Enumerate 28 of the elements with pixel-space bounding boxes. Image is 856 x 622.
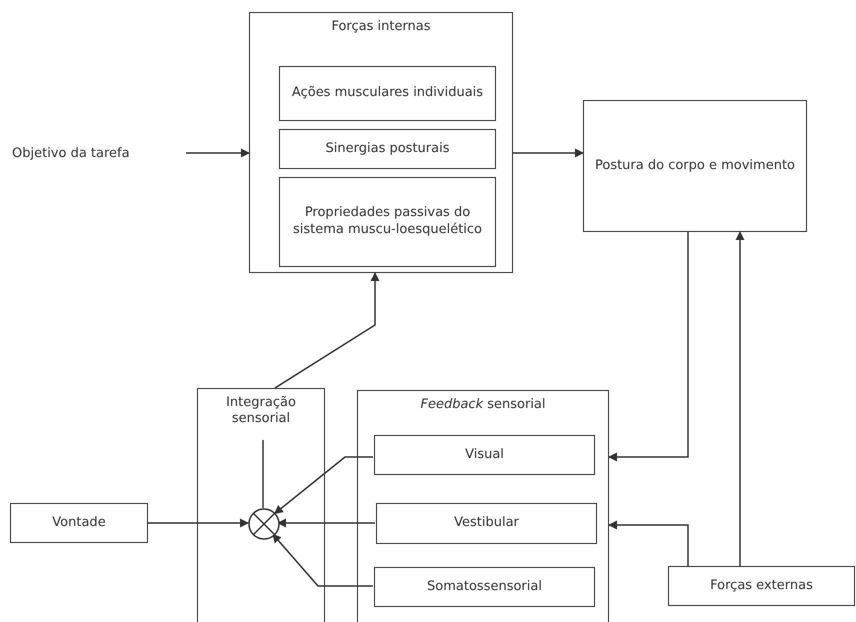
arrow (272, 534, 373, 587)
integration-box (197, 388, 325, 622)
group-heading: Feedback sensorial (419, 397, 547, 414)
connector-line (262, 440, 264, 508)
arrow (513, 148, 584, 158)
process-box: Propriedades passivas do sistema muscu-loesquelético (279, 177, 496, 267)
process-box: Somatossensorial (374, 567, 595, 607)
force-group-box (249, 12, 513, 273)
process-box: Postura do corpo e movimento (583, 100, 807, 232)
process-box: Sinergias posturais (279, 129, 496, 169)
process-box: Ações musculares individuais (279, 66, 496, 121)
arrow (608, 520, 689, 566)
arrow (186, 148, 250, 158)
arrow (148, 518, 249, 528)
group-heading: Integração sensorial (225, 395, 297, 428)
summing-junction-icon (248, 508, 280, 540)
arrow (608, 232, 689, 462)
arrow (277, 518, 375, 528)
arrow (736, 231, 744, 566)
process-box: Vontade (10, 503, 148, 543)
process-box: Visual (374, 435, 595, 475)
arrow (274, 456, 373, 514)
process-box: Forças externas (668, 566, 855, 606)
input-label: Objetivo da tarefa (12, 146, 130, 162)
process-box: Vestibular (376, 503, 597, 544)
group-heading: Forças internas (330, 19, 432, 36)
arrow (274, 272, 380, 389)
feedback-group-box (357, 390, 609, 622)
